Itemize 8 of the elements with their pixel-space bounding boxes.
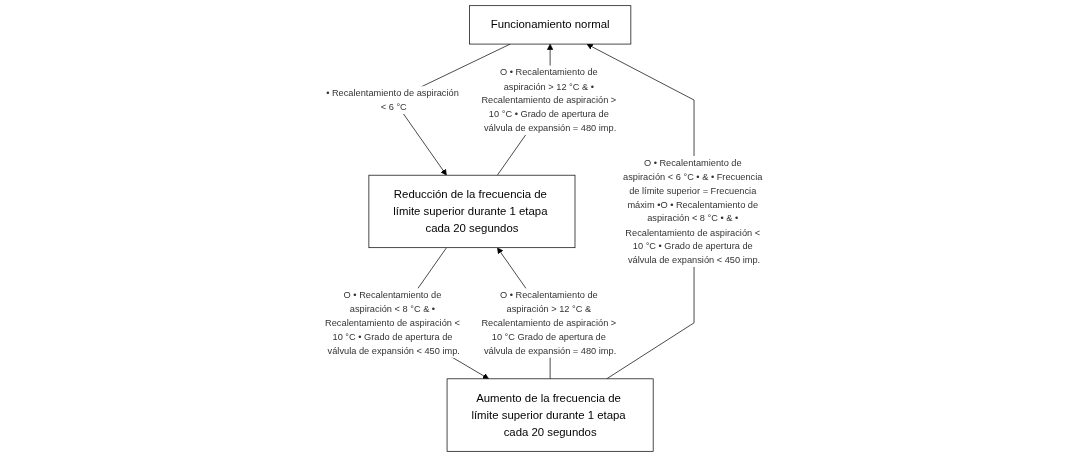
node-box: Aumento de la frecuencia de límite superior durante 1 etapa cada 20 segundos <box>446 378 654 452</box>
edge-label: O • Recalentamiento de aspiración > 12 °C & Recalentamiento de aspiración > 10 °C Grado de apertura de válvula de expansión = 480 imp. <box>481 289 617 356</box>
node-box: Funcionamiento normal <box>469 5 632 45</box>
edge-label: O • Recalentamiento de aspiración < 8 °C & • Recalentamiento de aspiración < 10 °C • Grado de apertura de válvula de expansión < 450 imp. <box>325 289 460 356</box>
edge-label: O • Recalentamiento de aspiración < 6 °C • & • Frecuencia de límite superior = Frecuencia máxim •O • Recalentamiento de aspiración < 8 °C • & • Recalentamiento de aspiración < 10 °C • Grado de apertura de válvula de expansión < 450 imp. <box>623 157 763 266</box>
node-box: Reducción de la frecuencia de límite superior durante 1 etapa cada 20 segundos <box>368 174 576 249</box>
edge-label: O • Recalentamiento de aspiración > 12 °C & • Recalentamiento de aspiración > 10 °C • Grado de apertura de válvula de expansión = 480 imp. <box>481 66 617 133</box>
edge-label: • Recalentamiento de aspiración < 6 °C <box>326 87 459 113</box>
